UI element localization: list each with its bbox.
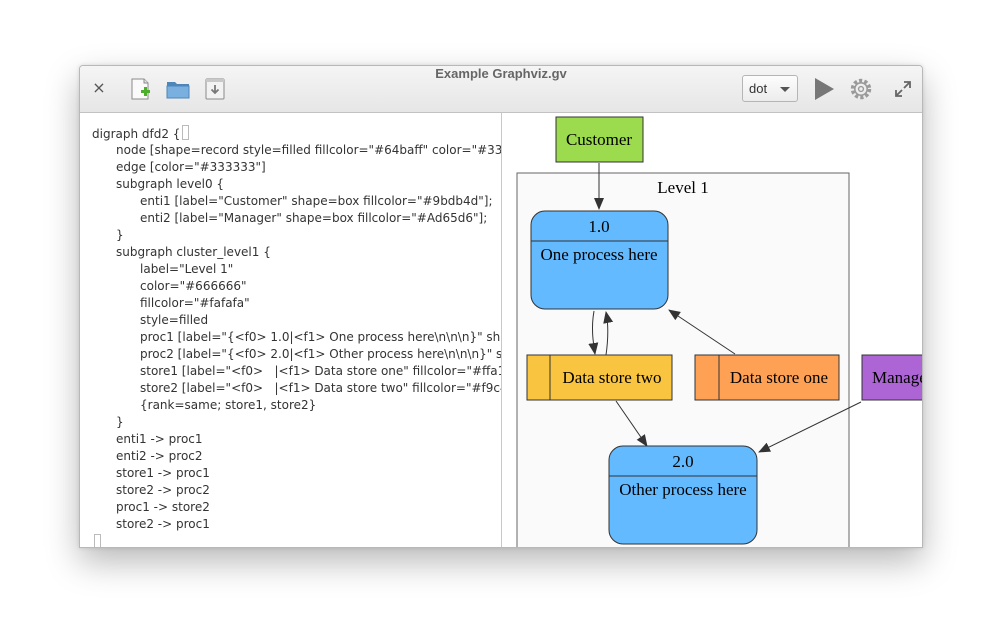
- manager-label: Manager: [872, 368, 922, 387]
- run-icon[interactable]: [812, 77, 836, 101]
- app-window: × Example Graphviz.gv dot: [79, 65, 923, 548]
- proc2-label: Other process here: [619, 480, 746, 499]
- code-line: digraph dfd2 {: [92, 125, 190, 142]
- new-document-icon[interactable]: [129, 77, 153, 101]
- edge-manager-proc2: [758, 401, 862, 453]
- code-line: node [shape=record style=filled fillcolo…: [116, 143, 502, 157]
- graph-canvas: Level 1 Customer 1.0 One process here Da…: [516, 116, 922, 547]
- node-store-one[interactable]: Data store one: [694, 354, 840, 401]
- code-line: }: [116, 228, 124, 242]
- node-manager[interactable]: Manager: [861, 354, 922, 401]
- proc1-id: 1.0: [588, 217, 609, 236]
- code-line: store1 -> proc1: [116, 466, 210, 480]
- store-one-label: Data store one: [730, 368, 828, 387]
- code-line: style=filled: [140, 313, 209, 327]
- code-line: store2 -> proc1: [116, 517, 210, 531]
- customer-label: Customer: [566, 130, 632, 149]
- code-line: proc1 [label="{<f0> 1.0|<f1> One process…: [140, 330, 501, 344]
- code-line: proc1 -> store2: [116, 500, 210, 514]
- fullscreen-icon[interactable]: [891, 77, 915, 101]
- code-line: }: [116, 415, 124, 429]
- code-line: enti2 -> proc2: [116, 449, 203, 463]
- code-line: fillcolor="#fafafa": [140, 296, 250, 310]
- layout-engine-select[interactable]: dot: [742, 75, 798, 102]
- code-line: store2 -> proc2: [116, 483, 210, 497]
- node-proc1[interactable]: 1.0 One process here: [530, 210, 669, 310]
- edge-store2-proc1: [603, 311, 614, 356]
- node-store-two[interactable]: Data store two: [526, 354, 673, 401]
- graph-preview[interactable]: Level 1 Customer 1.0 One process here Da…: [502, 113, 922, 547]
- code-line: edge [color="#333333"]: [116, 160, 266, 174]
- code-line: store2 [label="<f0> |<f1> Data store two…: [140, 381, 502, 395]
- code-editor[interactable]: digraph dfd2 { node [shape=record style=…: [80, 113, 502, 547]
- node-proc2[interactable]: 2.0 Other process here: [608, 445, 758, 545]
- proc1-label: One process here: [540, 245, 657, 264]
- code-line: label="Level 1": [140, 262, 234, 276]
- window-title: Example Graphviz.gv: [435, 66, 567, 81]
- code-line: enti1 -> proc1: [116, 432, 203, 446]
- settings-icon[interactable]: [849, 77, 873, 101]
- code-line: subgraph level0 {: [116, 177, 225, 191]
- code-line: store1 [label="<f0> |<f1> Data store one…: [140, 364, 502, 378]
- code-line: color="#666666": [140, 279, 247, 293]
- edge-store2-proc2: [615, 400, 648, 447]
- store-two-label: Data store two: [562, 368, 661, 387]
- code-line: proc2 [label="{<f0> 2.0|<f1> Other proce…: [140, 347, 502, 361]
- text-cursor: [92, 534, 101, 547]
- layout-engine-value: dot: [749, 81, 768, 96]
- close-button[interactable]: ×: [92, 78, 106, 97]
- proc2-id: 2.0: [672, 452, 693, 471]
- export-icon[interactable]: [203, 77, 227, 101]
- code-line: {rank=same; store1, store2}: [140, 398, 317, 412]
- code-line: enti1 [label="Customer" shape=box fillco…: [140, 194, 493, 208]
- cluster-label: Level 1: [657, 178, 708, 197]
- open-folder-icon[interactable]: [166, 77, 190, 101]
- chevron-down-icon: [780, 87, 790, 92]
- edge-proc1-store2: [588, 310, 599, 355]
- bracket-match-marker: [182, 125, 190, 140]
- node-customer[interactable]: Customer: [555, 116, 644, 163]
- titlebar: × Example Graphviz.gv dot: [80, 66, 922, 113]
- code-line: enti2 [label="Manager" shape=box fillcol…: [140, 211, 488, 225]
- code-line: subgraph cluster_level1 {: [116, 245, 271, 259]
- edge-store1-proc1: [668, 309, 736, 355]
